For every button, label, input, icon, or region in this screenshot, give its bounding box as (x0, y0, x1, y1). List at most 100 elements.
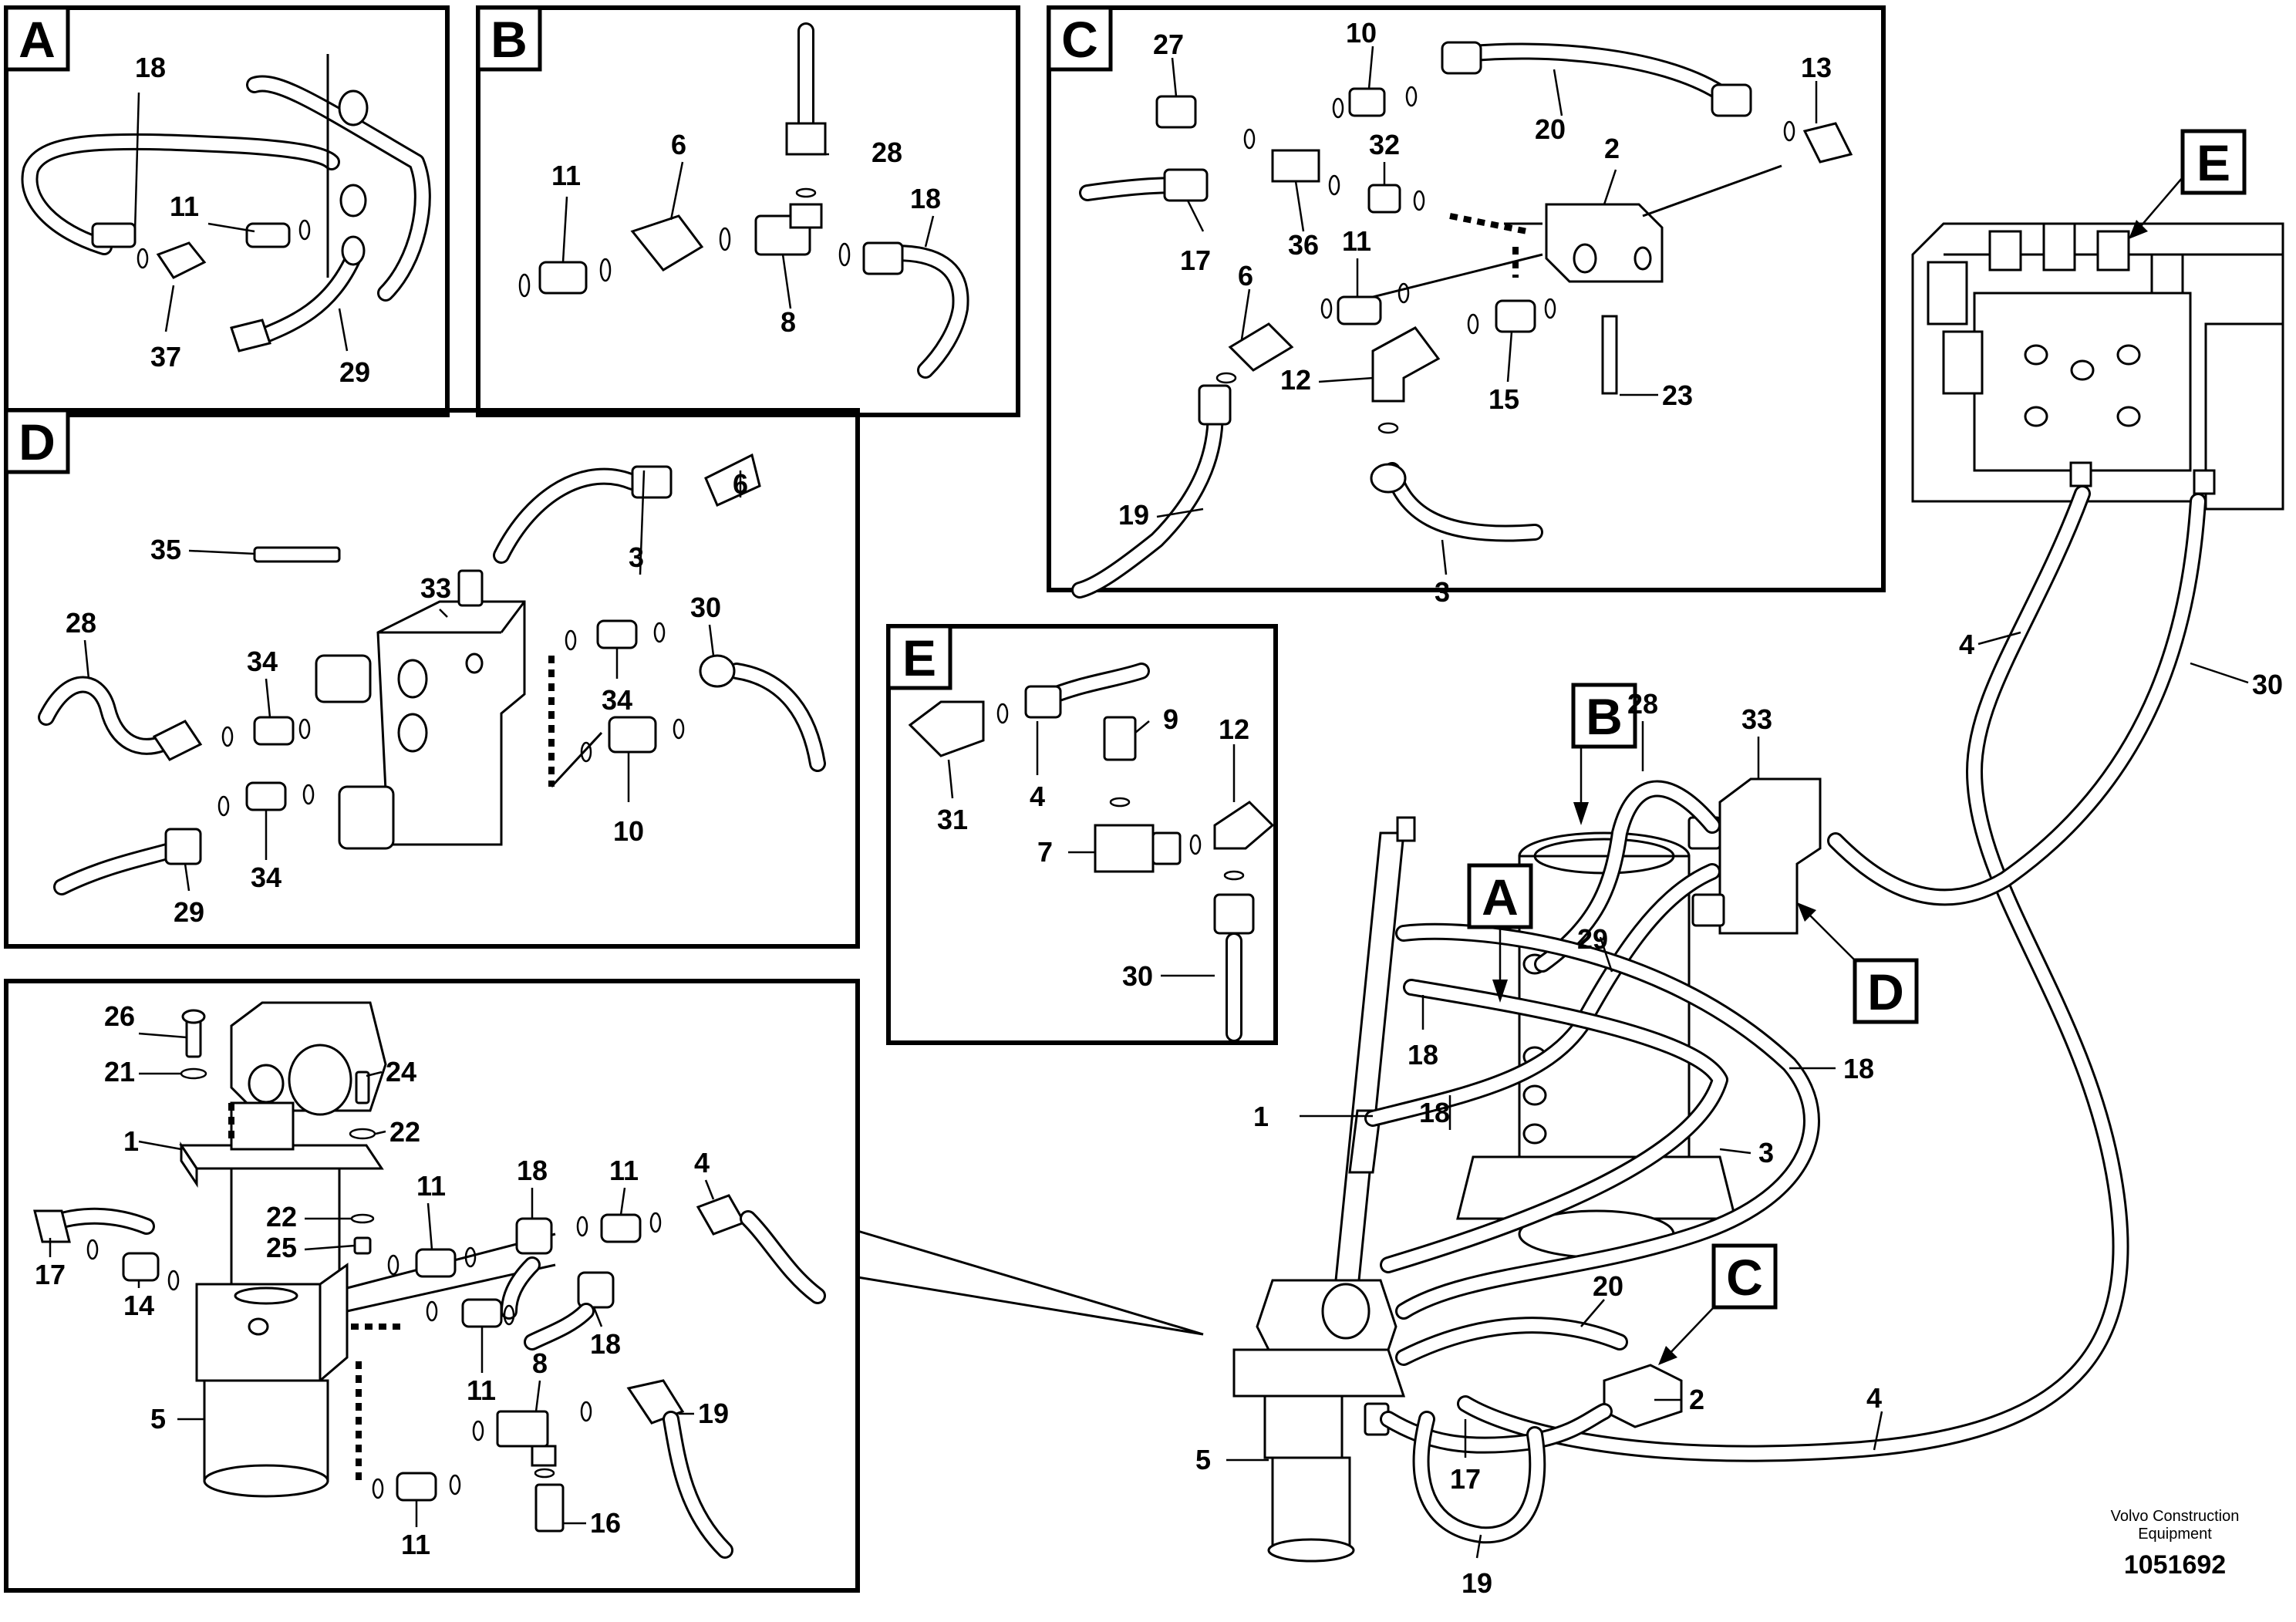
overview-label-17: 17 (1450, 1463, 1481, 1495)
label-11: 11 (170, 191, 199, 222)
steering-column (1232, 816, 1416, 1563)
label-20: 20 (1535, 113, 1566, 145)
label-18: 18 (590, 1328, 621, 1360)
panel-e-tag: E (902, 629, 936, 686)
detail-panel-c: C (1047, 5, 1886, 608)
label-8: 8 (532, 1347, 548, 1379)
overview-label-1: 1 (1253, 1101, 1269, 1132)
label-10: 10 (613, 815, 644, 847)
label-18: 18 (910, 183, 941, 214)
label-29: 29 (174, 896, 204, 928)
label-6: 6 (671, 129, 686, 160)
detail-panel-steering-unit: 26 21 24 1 22 11 18 11 4 22 25 17 14 18 … (4, 979, 1204, 1593)
label-1: 1 (123, 1125, 139, 1157)
label-34: 34 (247, 646, 278, 677)
label-11: 11 (467, 1374, 496, 1406)
label-3: 3 (1435, 576, 1450, 608)
overview-assembly: B A D C E 28 33 (1195, 129, 2284, 1599)
label-11: 11 (1342, 225, 1371, 257)
label-12: 12 (1280, 364, 1311, 396)
callout-d: D (1867, 963, 1904, 1020)
panel-b-tag: B (491, 11, 528, 68)
label-32: 32 (1369, 129, 1400, 160)
label-11: 11 (401, 1529, 430, 1560)
label-37: 37 (150, 341, 181, 373)
brand-line-2: Equipment (2138, 1526, 2212, 1543)
label-19: 19 (698, 1398, 729, 1429)
overview-label-33: 33 (1741, 703, 1772, 735)
label-30: 30 (690, 592, 721, 623)
label-3: 3 (629, 541, 644, 573)
label-11: 11 (609, 1155, 639, 1186)
panel-c-tag: C (1061, 11, 1098, 68)
label-25: 25 (266, 1232, 297, 1263)
label-29: 29 (339, 356, 370, 388)
overview-label-28: 28 (1627, 688, 1658, 720)
label-23: 23 (1662, 379, 1693, 411)
overview-label-4: 4 (1959, 629, 1974, 660)
label-4: 4 (694, 1147, 710, 1179)
panel-a-tag: A (19, 11, 56, 68)
label-10: 10 (1346, 17, 1377, 49)
detail-panel-d: D (4, 408, 860, 949)
label-21: 21 (104, 1056, 135, 1088)
label-31: 31 (937, 804, 968, 835)
label-11: 11 (551, 160, 581, 191)
label-17: 17 (35, 1259, 66, 1290)
label-12: 12 (1219, 713, 1249, 745)
label-34: 34 (251, 862, 282, 893)
label-6: 6 (1238, 260, 1253, 292)
label-33: 33 (420, 572, 451, 604)
label-2: 2 (1604, 133, 1620, 164)
overview-label-19: 19 (1462, 1567, 1492, 1599)
overview-label-5: 5 (1195, 1444, 1211, 1475)
label-18: 18 (135, 52, 166, 83)
overview-label-30: 30 (2252, 669, 2283, 700)
label-22: 22 (389, 1116, 420, 1148)
callout-c: C (1726, 1249, 1763, 1306)
label-8: 8 (781, 306, 796, 338)
label-30: 30 (1122, 960, 1153, 992)
overview-label-18: 18 (1843, 1053, 1874, 1084)
label-7: 7 (1037, 836, 1053, 868)
label-24: 24 (386, 1056, 416, 1088)
label-6: 6 (733, 468, 748, 500)
detail-panel-a: A 18 11 37 29 (4, 5, 450, 417)
label-26: 26 (104, 1000, 135, 1032)
detail-panel-e: E 9 12 31 4 7 30 (886, 624, 1278, 1045)
detail-panel-b: B 28 11 6 18 8 (476, 5, 1020, 417)
callout-a: A (1482, 868, 1519, 926)
label-17: 17 (1180, 244, 1211, 276)
overview-label-2: 2 (1689, 1384, 1704, 1415)
label-34: 34 (602, 684, 632, 716)
label-35: 35 (150, 534, 181, 565)
overview-label-18: 18 (1419, 1097, 1450, 1128)
callout-e: E (2197, 134, 2230, 191)
label-18: 18 (517, 1155, 548, 1186)
label-4: 4 (1030, 781, 1045, 812)
label-27: 27 (1153, 29, 1184, 60)
overview-label-4: 4 (1866, 1382, 1882, 1414)
callout-b: B (1586, 688, 1623, 745)
label-13: 13 (1801, 52, 1832, 83)
overview-label-20: 20 (1593, 1270, 1623, 1302)
brand-line-1: Volvo Construction (2111, 1508, 2240, 1525)
label-28: 28 (872, 137, 902, 168)
overview-label-29: 29 (1577, 923, 1608, 955)
label-36: 36 (1288, 229, 1319, 261)
overview-label-18: 18 (1408, 1039, 1438, 1071)
label-9: 9 (1163, 703, 1178, 735)
panel-d-tag: D (19, 413, 56, 470)
control-valve-stack (1911, 222, 2284, 511)
label-14: 14 (123, 1290, 154, 1321)
label-19: 19 (1118, 499, 1149, 531)
overview-label-3: 3 (1758, 1137, 1774, 1168)
footer: Volvo Construction Equipment 1051692 (2111, 1508, 2240, 1580)
label-5: 5 (150, 1403, 166, 1435)
label-15: 15 (1489, 383, 1519, 415)
label-22: 22 (266, 1201, 297, 1233)
label-16: 16 (590, 1507, 621, 1539)
label-11: 11 (416, 1170, 446, 1202)
document-number: 1051692 (2124, 1550, 2226, 1580)
